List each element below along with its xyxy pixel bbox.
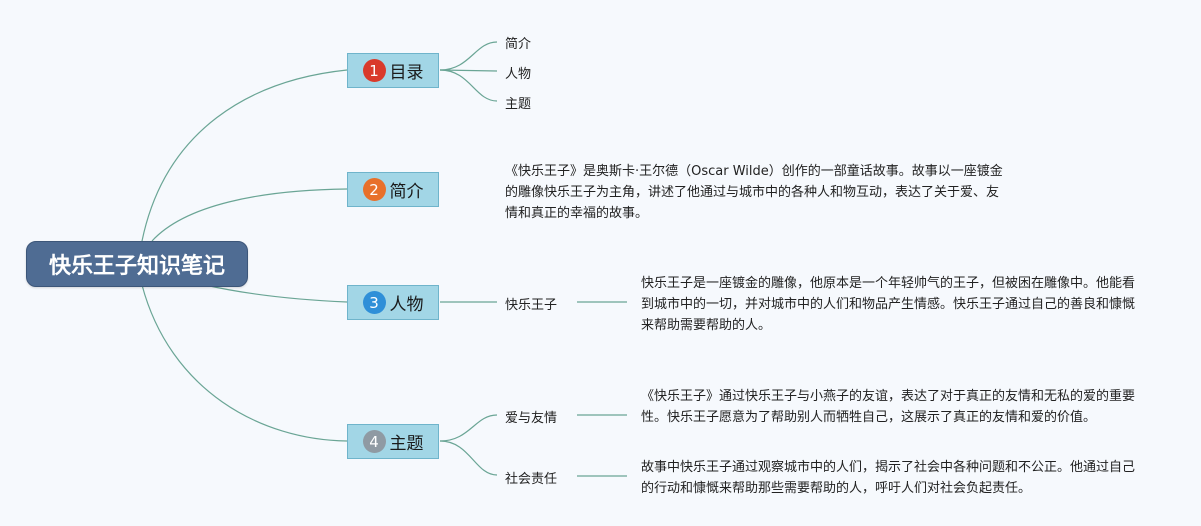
connector-themes-social: [439, 440, 498, 476]
connector-themes-love: [439, 414, 498, 442]
connector-toc-themes: [439, 69, 498, 102]
leaf-toc-characters[interactable]: 人物: [505, 67, 532, 82]
connector-toc-intro: [439, 41, 498, 71]
number-badge-2: 2: [362, 178, 386, 201]
branch-characters[interactable]: 3 人物: [347, 285, 439, 320]
branch-label-intro: 简介: [389, 182, 424, 202]
branch-toc[interactable]: 1 目录: [347, 53, 439, 88]
number-badge-3: 3: [362, 291, 386, 314]
connector-root-branch-3: [204, 284, 348, 303]
number-badge-1: 1: [362, 59, 386, 82]
connector-toc-characters: [439, 69, 498, 72]
intro-description[interactable]: 《快乐王子》是奥斯卡·王尔德（Oscar Wilde）创作的一部童话故事。故事以…: [505, 164, 1003, 221]
leaf-toc-themes[interactable]: 主题: [505, 97, 532, 112]
happy-prince-description[interactable]: 快乐王子是一座镀金的雕像，他原本是一个年轻帅气的王子，但被困在雕像中。他能看到城…: [641, 276, 1136, 333]
branch-label-toc: 目录: [389, 63, 424, 83]
leaf-toc-intro[interactable]: 简介: [505, 37, 532, 52]
leaf-social-responsibility[interactable]: 社会责任: [505, 472, 558, 487]
number-badge-4: 4: [362, 430, 386, 453]
root-title: 快乐王子知识笔记: [48, 254, 225, 279]
connector-root-branch-1: [141, 69, 348, 242]
branch-intro[interactable]: 2 简介: [347, 172, 439, 207]
social-responsibility-description[interactable]: 故事中快乐王子通过观察城市中的人们，揭示了社会中各种问题和不公正。他通过自己的行…: [641, 460, 1136, 496]
leaf-happy-prince[interactable]: 快乐王子: [505, 298, 558, 313]
branch-label-characters: 人物: [389, 295, 424, 315]
leaf-love-friendship[interactable]: 爱与友情: [505, 411, 558, 426]
root-topic[interactable]: 快乐王子知识笔记: [26, 241, 248, 287]
branch-label-themes: 主题: [389, 434, 424, 454]
branch-themes[interactable]: 4 主题: [347, 424, 439, 459]
connector-root-branch-2: [151, 188, 348, 242]
love-friendship-description[interactable]: 《快乐王子》通过快乐王子与小燕子的友谊，表达了对于真正的友情和无私的爱的重要性。…: [641, 389, 1136, 425]
connector-root-branch-4: [141, 284, 348, 442]
